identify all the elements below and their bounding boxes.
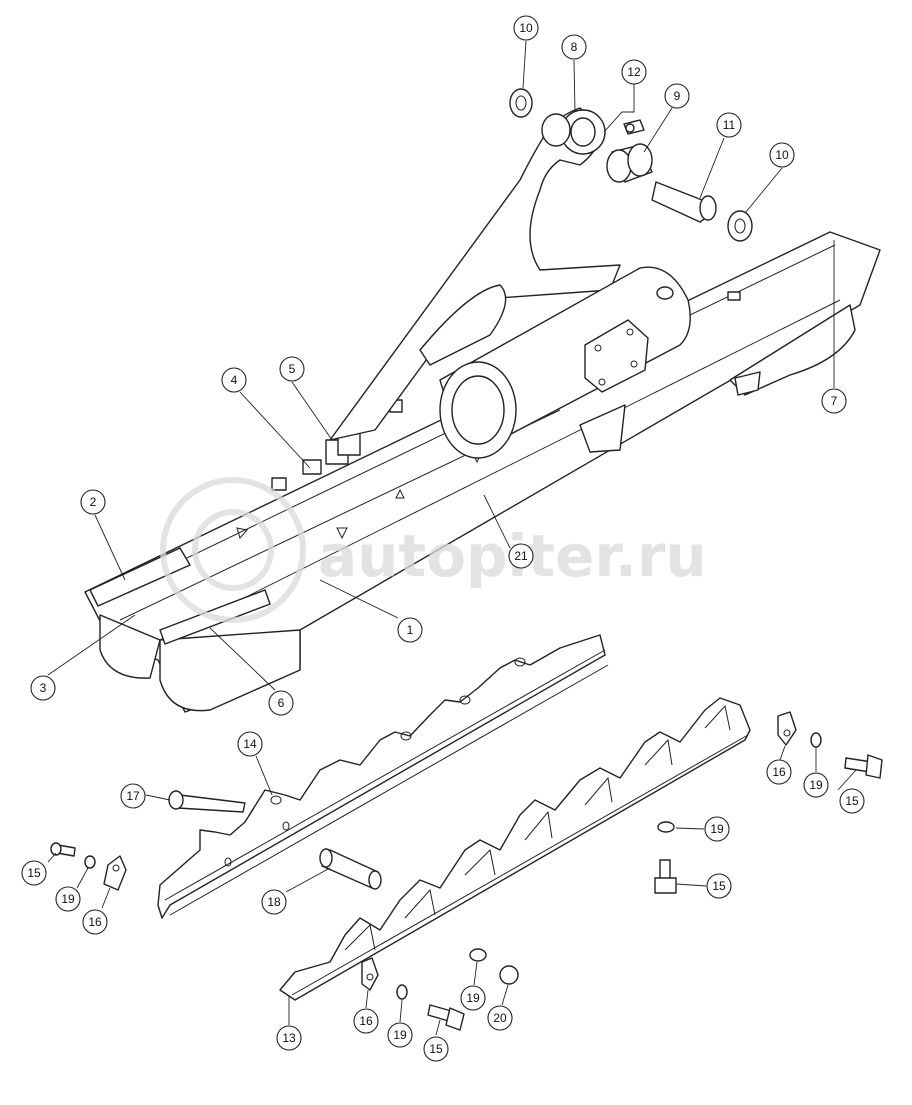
bolt-17-part xyxy=(168,790,246,813)
callout-14: 14 xyxy=(237,731,263,757)
pivot-arm-part xyxy=(329,107,691,459)
callout-3: 3 xyxy=(30,675,56,701)
callout-15-left: 15 xyxy=(21,860,47,886)
callout-19-mid: 19 xyxy=(704,816,730,842)
callout-19-bottom: 19 xyxy=(387,1022,413,1048)
svg-text:15: 15 xyxy=(27,866,41,880)
callout-17: 17 xyxy=(120,783,146,809)
svg-text:16: 16 xyxy=(88,915,102,929)
svg-text:18: 18 xyxy=(267,895,281,909)
svg-text:14: 14 xyxy=(243,737,257,751)
svg-text:19: 19 xyxy=(710,822,724,836)
svg-text:1: 1 xyxy=(407,623,414,637)
svg-text:19: 19 xyxy=(393,1028,407,1042)
callout-9: 9 xyxy=(664,83,690,109)
callout-19-left: 19 xyxy=(55,886,81,912)
callout-12: 12 xyxy=(621,59,647,85)
callout-10-top: 10 xyxy=(513,15,539,41)
svg-text:21: 21 xyxy=(514,549,528,563)
callout-19-right: 19 xyxy=(803,772,829,798)
svg-text:11: 11 xyxy=(723,118,736,132)
svg-text:5: 5 xyxy=(289,362,296,376)
svg-text:15: 15 xyxy=(429,1042,443,1056)
svg-text:16: 16 xyxy=(772,765,786,779)
svg-text:19: 19 xyxy=(809,778,823,792)
callout-15-right: 15 xyxy=(839,788,865,814)
hardware-group xyxy=(50,711,883,1031)
svg-text:15: 15 xyxy=(712,879,726,893)
svg-text:8: 8 xyxy=(571,40,578,54)
callout-19-bottom-right: 19 xyxy=(460,985,486,1011)
svg-text:19: 19 xyxy=(61,892,75,906)
svg-text:15: 15 xyxy=(845,794,859,808)
callout-10-right: 10 xyxy=(769,142,795,168)
callout-4: 4 xyxy=(221,367,247,393)
leader-lines xyxy=(47,40,857,1036)
svg-text:16: 16 xyxy=(359,1014,373,1028)
svg-text:3: 3 xyxy=(40,681,47,695)
svg-text:19: 19 xyxy=(466,991,480,1005)
track-guard-upper xyxy=(157,634,609,919)
callout-15-bottom: 15 xyxy=(423,1036,449,1062)
svg-text:9: 9 xyxy=(674,89,681,103)
svg-text:6: 6 xyxy=(278,696,285,710)
svg-text:12: 12 xyxy=(627,65,641,79)
svg-text:13: 13 xyxy=(282,1031,296,1045)
callout-1: 1 xyxy=(397,617,423,643)
callout-16-bottom: 16 xyxy=(353,1008,379,1034)
callout-16-left: 16 xyxy=(82,909,108,935)
pin-18-part xyxy=(319,848,382,890)
callout-21: 21 xyxy=(508,543,534,569)
callout-20: 20 xyxy=(487,1005,513,1031)
callout-7: 7 xyxy=(821,388,847,414)
svg-text:10: 10 xyxy=(775,148,789,162)
callout-11: 11 xyxy=(716,112,742,138)
callout-18: 18 xyxy=(261,889,287,915)
svg-text:7: 7 xyxy=(831,394,838,408)
pin-bushing-group xyxy=(509,88,753,242)
callout-8: 8 xyxy=(561,34,587,60)
callout-15-mid: 15 xyxy=(706,873,732,899)
svg-text:20: 20 xyxy=(493,1011,507,1025)
callout-16-right: 16 xyxy=(766,759,792,785)
callout-13: 13 xyxy=(276,1025,302,1051)
callout-2: 2 xyxy=(80,489,106,515)
svg-text:2: 2 xyxy=(90,495,97,509)
callout-6: 6 xyxy=(268,690,294,716)
svg-text:10: 10 xyxy=(519,21,533,35)
svg-text:4: 4 xyxy=(231,373,238,387)
svg-text:17: 17 xyxy=(126,789,140,803)
callout-5: 5 xyxy=(279,356,305,382)
track-guard-lower xyxy=(279,697,751,1001)
